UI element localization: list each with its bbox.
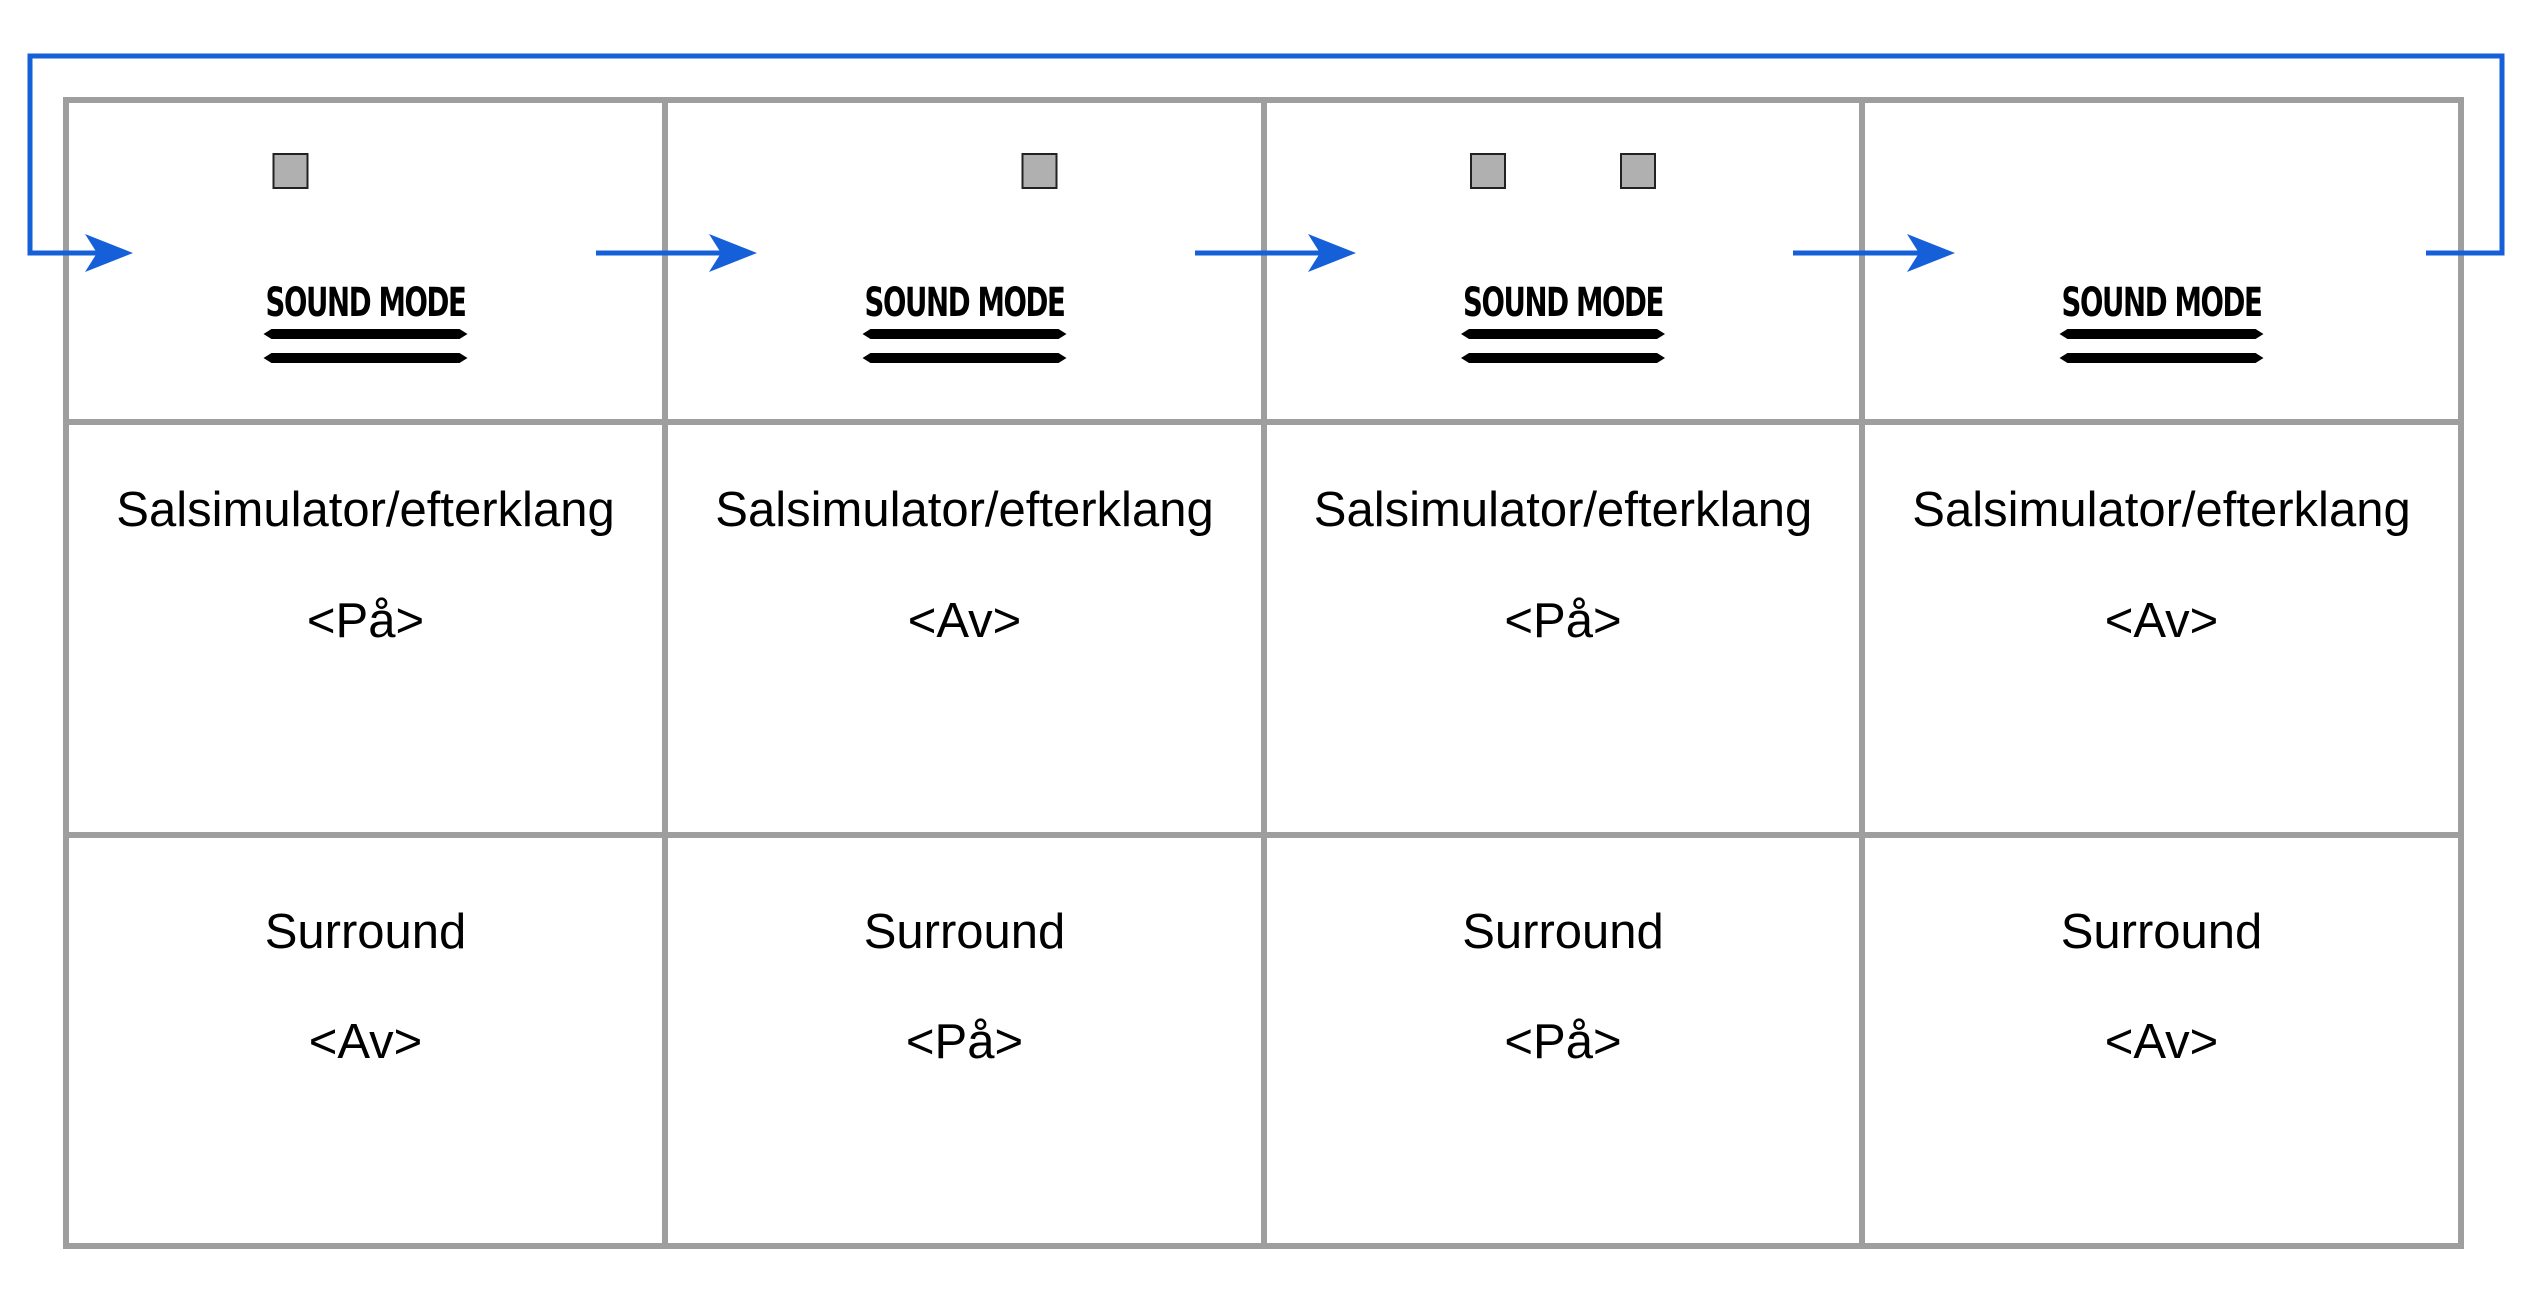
underline-bar <box>862 329 1067 339</box>
surround-label: Surround <box>265 905 467 959</box>
surround-label: Surround <box>2061 905 2263 959</box>
surround-value: <Av> <box>2105 1015 2219 1069</box>
underline-bar <box>1461 329 1665 339</box>
underline-bar <box>263 329 468 339</box>
indicator-light <box>1021 153 1058 189</box>
sound-mode-button-underline <box>862 329 1067 363</box>
indicator-light <box>1620 153 1656 189</box>
transition-arrowhead <box>1308 234 1356 272</box>
table-grid <box>63 97 2464 1249</box>
column-2: SOUND MODE Salsimulator/efterklang <Av> … <box>715 153 1214 1069</box>
reverb-label: Salsimulator/efterklang <box>116 483 614 537</box>
reverb-value: <På> <box>1504 594 1621 648</box>
sound-mode-button-label: SOUND MODE <box>266 280 466 326</box>
loop-back-arrowhead <box>85 234 133 272</box>
sound-mode-button-underline <box>2059 329 2264 363</box>
surround-label: Surround <box>1462 905 1664 959</box>
underline-bar <box>2059 329 2264 339</box>
reverb-value: <Av> <box>2105 594 2219 648</box>
underline-bar <box>263 353 468 363</box>
sound-mode-button-underline <box>263 329 468 363</box>
transition-arrowhead <box>1907 234 1955 272</box>
indicator-group <box>272 153 309 189</box>
underline-bar <box>1461 353 1665 363</box>
surround-value: <På> <box>906 1015 1023 1069</box>
column-4: SOUND MODE Salsimulator/efterklang <Av> … <box>1912 280 2410 1069</box>
loop-back-arrow-line <box>27 53 2505 256</box>
sound-mode-button-underline <box>1461 329 1665 363</box>
surround-label: Surround <box>864 905 1066 959</box>
surround-value: <På> <box>1504 1015 1621 1069</box>
indicator-group <box>1470 153 1656 189</box>
sound-mode-button-label: SOUND MODE <box>865 280 1065 326</box>
underline-bar <box>862 353 1067 363</box>
surround-value: <Av> <box>309 1015 423 1069</box>
transition-arrowhead <box>709 234 757 272</box>
reverb-value: <Av> <box>908 594 1022 648</box>
sound-mode-button-label: SOUND MODE <box>1463 280 1663 326</box>
sound-mode-button-label: SOUND MODE <box>2062 280 2262 326</box>
indicator-light <box>272 153 309 189</box>
reverb-label: Salsimulator/efterklang <box>1912 483 2410 537</box>
column-1: SOUND MODE Salsimulator/efterklang <På> … <box>116 153 615 1069</box>
cycle-arrows <box>27 53 2505 272</box>
reverb-value: <På> <box>307 594 424 648</box>
underline-bar <box>2059 353 2264 363</box>
reverb-label: Salsimulator/efterklang <box>715 483 1213 537</box>
indicator-group <box>1021 153 1058 189</box>
indicator-light <box>1470 153 1506 189</box>
column-3: SOUND MODE Salsimulator/efterklang <På> … <box>1314 153 1812 1069</box>
reverb-label: Salsimulator/efterklang <box>1314 483 1812 537</box>
